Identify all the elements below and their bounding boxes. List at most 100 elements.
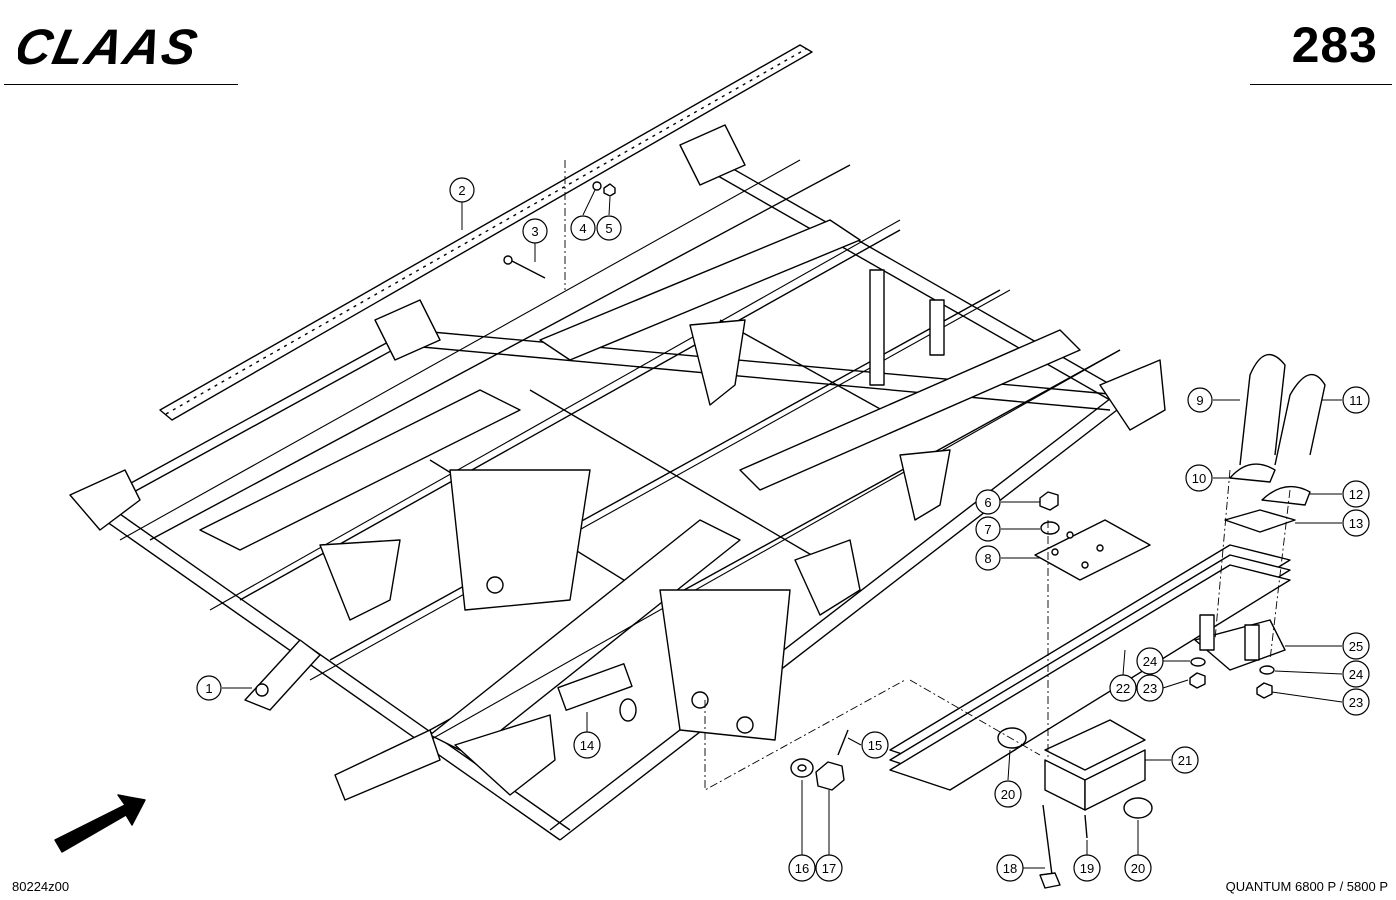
- page-number: 283: [1291, 17, 1378, 73]
- svg-text:12: 12: [1349, 487, 1363, 502]
- claas-logo: CLAAS: [18, 18, 248, 74]
- direction-arrow: [54, 794, 146, 853]
- callout-20-b: 20: [1124, 854, 1152, 882]
- svg-text:10: 10: [1192, 471, 1206, 486]
- svg-text:24: 24: [1349, 667, 1363, 682]
- callout-11: 11: [1342, 386, 1370, 414]
- washer-24-left: [1190, 657, 1206, 667]
- bracket-21: [1044, 719, 1146, 811]
- bolt-18: [1039, 804, 1061, 889]
- svg-text:23: 23: [1349, 695, 1363, 710]
- callout-12: 12: [1342, 480, 1370, 508]
- svg-text:15: 15: [868, 738, 882, 753]
- svg-text:5: 5: [605, 221, 612, 236]
- leader-lines: [222, 189, 1343, 869]
- svg-text:16: 16: [795, 861, 809, 876]
- callout-7: 7: [975, 516, 1001, 542]
- callouts: 1 2 3 4 5 6 7 8 9 10 11 12 13 14 15 16 1…: [196, 177, 1370, 882]
- callout-3: 3: [522, 218, 548, 244]
- washer-16: [790, 758, 814, 778]
- callout-10: 10: [1185, 464, 1213, 492]
- pad-13: [1224, 509, 1296, 533]
- svg-text:9: 9: [1196, 393, 1203, 408]
- svg-text:13: 13: [1349, 516, 1363, 531]
- washer-24-right: [1259, 665, 1275, 675]
- plate-8: [1034, 519, 1151, 581]
- callout-2: 2: [449, 177, 475, 203]
- callout-25: 25: [1342, 632, 1370, 660]
- callout-5: 5: [596, 215, 622, 241]
- model-name: QUANTUM 6800 P / 5800 P: [1225, 879, 1388, 894]
- leaf-spring-22: [889, 544, 1291, 791]
- svg-text:22: 22: [1116, 681, 1130, 696]
- grease-fitting-19: [1084, 814, 1088, 839]
- assembly-lines: [564, 160, 1291, 791]
- bushing-20-left: [997, 727, 1027, 749]
- svg-text:4: 4: [579, 221, 586, 236]
- spring-hanger-25: [1194, 614, 1286, 671]
- callout-22: 22: [1109, 674, 1137, 702]
- header-rule-left: [4, 84, 238, 85]
- pin-15: [837, 729, 849, 756]
- callout-6: 6: [975, 489, 1001, 515]
- axle-stub-14: [557, 663, 637, 722]
- callout-17: 17: [815, 854, 843, 882]
- callout-15: 15: [861, 731, 889, 759]
- callout-21: 21: [1171, 746, 1199, 774]
- svg-text:18: 18: [1003, 861, 1017, 876]
- svg-text:8: 8: [984, 551, 991, 566]
- callout-16: 16: [788, 854, 816, 882]
- callout-4: 4: [570, 215, 596, 241]
- svg-text:23: 23: [1143, 681, 1157, 696]
- svg-text:17: 17: [822, 861, 836, 876]
- svg-text:14: 14: [580, 738, 594, 753]
- part-1-stub: [244, 639, 321, 711]
- washer-4: [592, 181, 602, 191]
- callout-24-b: 24: [1342, 660, 1370, 688]
- svg-text:21: 21: [1178, 753, 1192, 768]
- nut-5: [603, 183, 616, 197]
- nut-17: [815, 761, 845, 791]
- washer-7: [1040, 521, 1060, 535]
- callout-19: 19: [1073, 854, 1101, 882]
- saddle-12: [1261, 485, 1311, 506]
- slat-part: [159, 44, 813, 421]
- callout-24-a: 24: [1136, 647, 1164, 675]
- callout-23-a: 23: [1136, 674, 1164, 702]
- svg-text:3: 3: [531, 224, 538, 239]
- support-posts: [319, 269, 951, 741]
- svg-text:1: 1: [205, 681, 212, 696]
- nut-23-right: [1256, 682, 1273, 699]
- svg-text:25: 25: [1349, 639, 1363, 654]
- callout-23-b: 23: [1342, 688, 1370, 716]
- frame-rods: [119, 159, 1121, 741]
- nut-6: [1039, 491, 1059, 511]
- callout-8: 8: [975, 545, 1001, 571]
- header-rule-right: [1250, 84, 1392, 85]
- svg-text:6: 6: [984, 495, 991, 510]
- callout-9: 9: [1187, 387, 1213, 413]
- corner-brackets: [69, 124, 1166, 801]
- frame-beams: [199, 219, 1081, 756]
- callout-13: 13: [1342, 509, 1370, 537]
- callout-14: 14: [573, 731, 601, 759]
- u-bolt-11: [1274, 373, 1326, 466]
- callout-20-a: 20: [994, 780, 1022, 808]
- callout-1: 1: [196, 675, 222, 701]
- bushing-20-right: [1123, 797, 1153, 819]
- svg-text:19: 19: [1080, 861, 1094, 876]
- svg-text:11: 11: [1349, 393, 1363, 408]
- claas-logo-text: CLAAS: [18, 19, 204, 74]
- bolt-3: [503, 255, 546, 279]
- svg-text:20: 20: [1131, 861, 1145, 876]
- svg-text:20: 20: [1001, 787, 1015, 802]
- svg-text:7: 7: [984, 522, 991, 537]
- callout-18: 18: [996, 854, 1024, 882]
- svg-text:24: 24: [1143, 654, 1157, 669]
- u-bolt-9: [1239, 353, 1286, 466]
- drawing-id: 80224z00: [12, 879, 70, 894]
- nut-23-left: [1189, 672, 1206, 689]
- saddle-10: [1229, 463, 1276, 483]
- svg-text:2: 2: [458, 183, 465, 198]
